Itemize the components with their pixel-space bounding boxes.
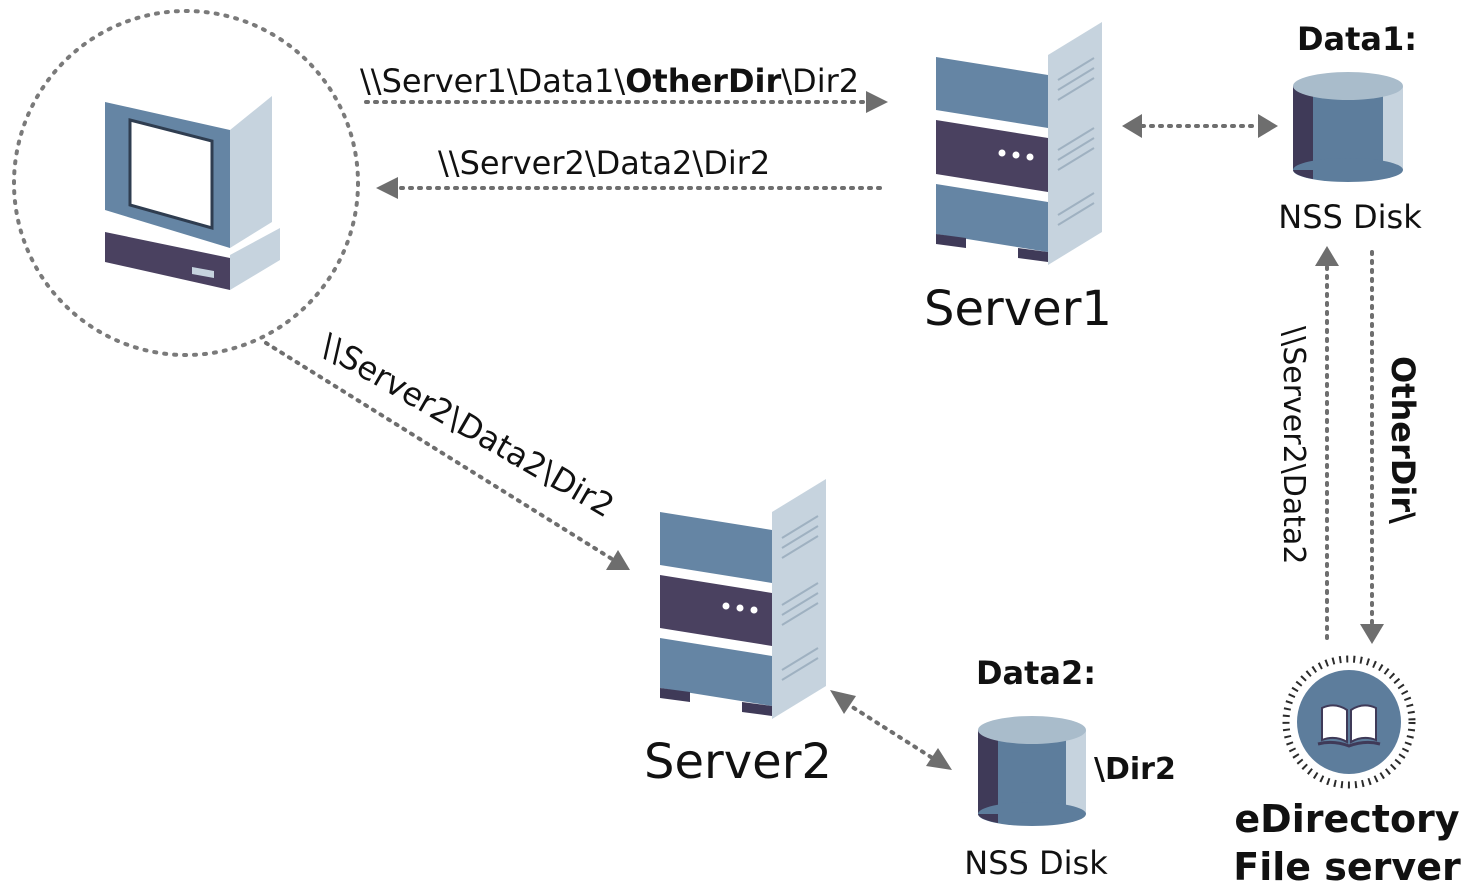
redirect-path-label: \\Server2\Data2\Dir2 [438,144,770,182]
redirect-arrow [376,177,882,199]
junction-target-label: \\Server2\Data2 [1276,326,1311,565]
client-dotted-circle [12,9,360,357]
request-arrow [364,91,888,113]
edirectory-label-line2: File server [1233,845,1461,889]
nss-disk-data2-icon [978,716,1086,826]
client-server2-arrow [264,341,630,570]
data2-volume-label: Data2: [976,654,1096,692]
request-path-label: \\Server1\Data1\OtherDir\Dir2 [360,62,859,100]
edirectory-label-line1: eDirectory [1234,797,1459,841]
edirectory-icon [1282,655,1416,789]
data2-disk-label: NSS Disk [964,844,1108,882]
computer-icon [105,96,280,290]
book-icon [1317,704,1381,748]
junction-query-arrow [1360,250,1384,644]
nss-disk-data1-icon [1293,72,1403,182]
client-server2-path-label: \\Server2\Data2\Dir2 [314,326,621,525]
dir2-label: \Dir2 [1094,752,1176,787]
server2-icon [660,479,826,719]
junction-target-arrow [1315,246,1339,640]
server1-data1-link [1122,114,1278,138]
server1-label: Server1 [924,281,1112,337]
data1-disk-label: NSS Disk [1278,198,1422,236]
client-workstation [12,9,360,357]
junction-name-label: OtherDir\ [1384,356,1422,524]
server2-label: Server2 [644,734,832,790]
server1-icon [936,22,1102,265]
server2-data2-link [830,690,952,770]
data1-volume-label: Data1: [1297,20,1417,58]
